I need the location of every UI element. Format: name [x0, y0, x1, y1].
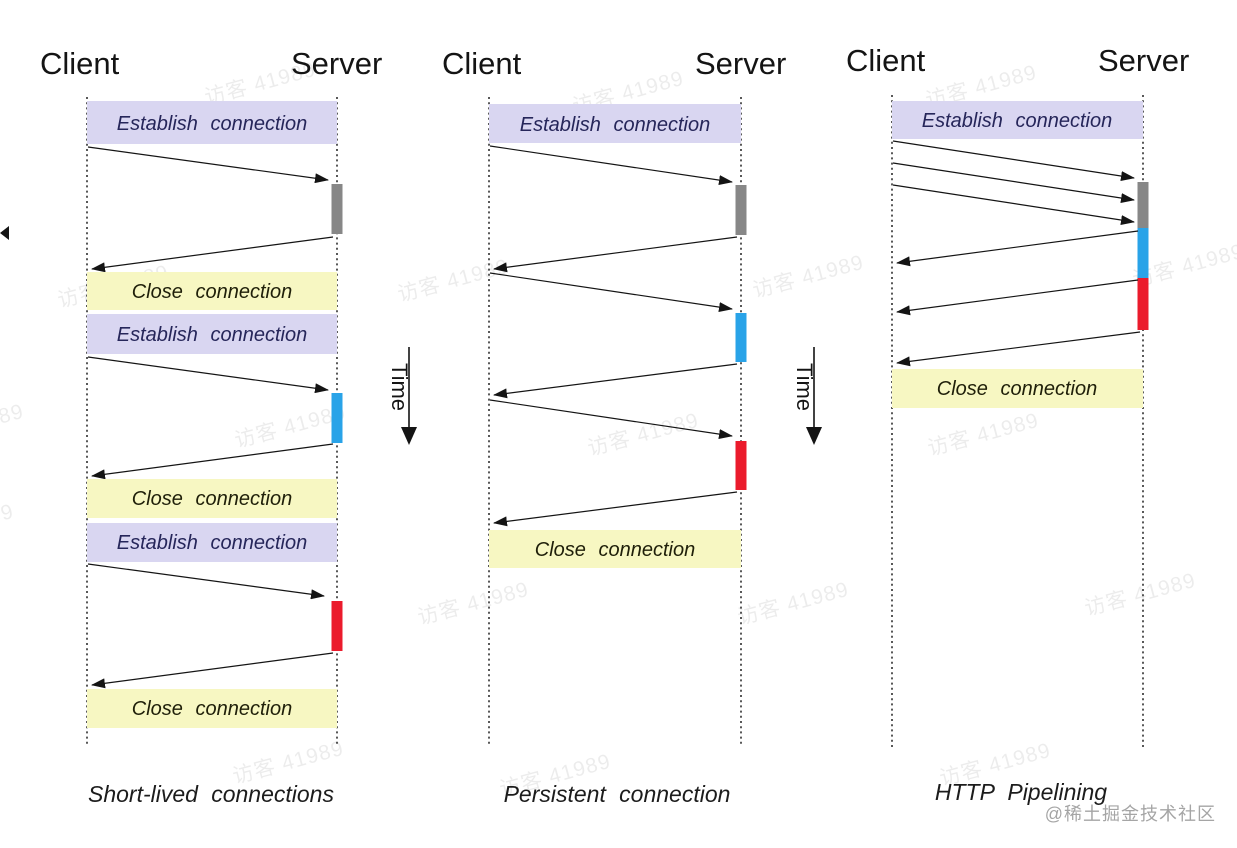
time-arrow: Time [387, 347, 417, 445]
establish-connection-label: Establish connection [922, 110, 1112, 132]
processing-bar-red [735, 441, 747, 490]
close-connection-label: Close connection [132, 698, 292, 720]
credit-watermark: @稀土掘金技术社区 [1045, 804, 1216, 824]
watermark: 访客 41989 [415, 578, 531, 630]
watermark: 访客 41989 [395, 255, 511, 307]
close-connection-box [489, 530, 741, 568]
server-label: Server [291, 46, 382, 81]
time-label: Time [792, 363, 817, 411]
response-arrow [91, 443, 334, 480]
close-connection-label: Close connection [132, 488, 292, 510]
response-arrow [896, 279, 1139, 316]
response-arrow [493, 363, 738, 399]
request-arrow [87, 356, 329, 394]
request-arrow [489, 145, 733, 186]
watermark: 访客 41989 [1082, 569, 1198, 621]
processing-bar-gray [735, 185, 747, 235]
close-connection-box [892, 369, 1143, 408]
close-connection-label: Close connection [535, 539, 695, 561]
establish-connection-box [87, 523, 337, 562]
processing-bar-blue [331, 393, 343, 443]
close-connection-label: Close connection [132, 281, 292, 303]
request-arrow [87, 146, 329, 184]
establish-connection-label: Establish connection [520, 114, 710, 136]
client-label: Client [846, 43, 926, 78]
close-connection-box [87, 689, 337, 728]
response-arrow [896, 230, 1139, 267]
close-connection-box [87, 479, 337, 518]
establish-connection-box [489, 104, 741, 143]
processing-bar-gray [1137, 182, 1149, 228]
response-arrow [91, 652, 334, 689]
response-arrow [91, 236, 334, 273]
processing-bar-blue [1137, 228, 1149, 278]
column-persistent: Client Server Establish connection Close… [442, 46, 786, 807]
time-arrow: Time [792, 347, 822, 445]
request-arrow [892, 162, 1135, 203]
watermark: 访客 41989 [735, 578, 851, 630]
column-caption: Persistent connection [504, 781, 731, 807]
close-connection-box [87, 272, 337, 310]
watermark: 访客 41989 [925, 409, 1041, 461]
request-arrow [892, 140, 1135, 181]
column-caption: HTTP Pipelining [935, 779, 1107, 805]
establish-connection-label: Establish connection [117, 324, 307, 346]
request-arrow [87, 563, 325, 600]
watermark: 访客 41989 [0, 400, 26, 452]
establish-connection-label: Establish connection [117, 532, 307, 554]
client-label: Client [442, 46, 522, 81]
response-arrow [493, 491, 738, 527]
time-label: Time [387, 363, 412, 411]
establish-connection-label: Establish connection [117, 113, 307, 135]
processing-bar-gray [331, 184, 343, 234]
column-caption: Short-lived connections [88, 781, 334, 807]
watermark: 访客 41989 [0, 500, 16, 552]
watermark: 访客 41989 [750, 251, 866, 303]
client-label: Client [40, 46, 120, 81]
watermark: 访客 41989 [0, 70, 1, 122]
clipped-arrowhead [0, 226, 9, 240]
establish-connection-box [87, 314, 337, 354]
column-short-lived: Client Server Establish connection Close… [40, 46, 382, 807]
response-arrow [493, 236, 738, 273]
server-label: Server [695, 46, 786, 81]
processing-bar-red [331, 601, 343, 651]
establish-connection-box [87, 101, 337, 144]
processing-bar-blue [735, 313, 747, 362]
request-arrow [489, 272, 733, 313]
request-arrow [489, 399, 733, 440]
response-arrow [896, 331, 1141, 367]
request-arrow [892, 184, 1135, 225]
processing-bar-red [1137, 278, 1149, 330]
server-label: Server [1098, 43, 1189, 78]
column-pipelining: Client Server Establish connection Close… [846, 43, 1189, 805]
close-connection-label: Close connection [937, 378, 1097, 400]
establish-connection-box [892, 101, 1143, 139]
